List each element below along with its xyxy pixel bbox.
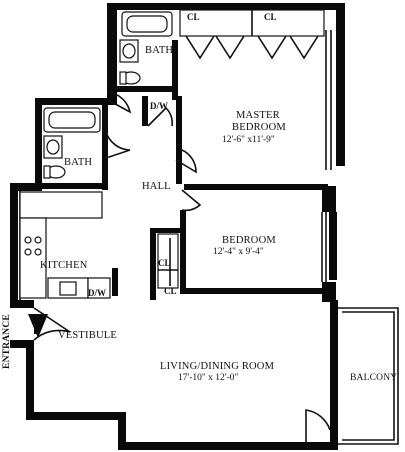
kitchen-fixtures: [19, 191, 111, 299]
exterior-walls: [10, 3, 345, 450]
closet-bedroom-1-tag: CL: [158, 258, 171, 268]
bedroom-size: 12'-4" x 9'-4": [213, 247, 264, 257]
closet-master-2-tag: CL: [264, 12, 277, 22]
bath-left-label: BATH: [64, 157, 93, 168]
bath-top-label: BATH: [145, 45, 174, 56]
entrance-label: ENTRANCE: [1, 314, 12, 369]
entrance-arrow-icon: [28, 314, 48, 338]
vestibule-label: VESTIBULE: [58, 330, 117, 341]
master-closets: [179, 9, 325, 60]
top-bath-fixtures: [119, 11, 173, 85]
balcony: [338, 307, 399, 445]
closet-master-1-tag: CL: [187, 12, 200, 22]
closet-bedroom-2-tag: CL: [164, 286, 177, 296]
interior-walls: [42, 40, 328, 300]
dw-kitchen-tag: D/W: [88, 288, 106, 298]
dw-hall-tag: D/W: [150, 101, 168, 111]
living-dining-name: LIVING/DINING ROOM: [160, 361, 275, 372]
door-swings: [33, 91, 331, 442]
bedroom-name: BEDROOM: [222, 235, 276, 246]
hall-label: HALL: [142, 181, 171, 192]
left-bath-fixtures: [43, 107, 101, 179]
master-bedroom-name-1: MASTER: [236, 110, 280, 121]
kitchen-label: KITCHEN: [40, 260, 88, 271]
living-dining-size: 17'-10" x 12'-0": [178, 373, 239, 383]
balcony-label: BALCONY: [350, 373, 398, 383]
master-bedroom-name-2: BEDROOM: [232, 122, 286, 133]
bedroom-closets: [157, 233, 179, 289]
master-bedroom-size: 12'-6" x11'-9": [222, 135, 275, 145]
